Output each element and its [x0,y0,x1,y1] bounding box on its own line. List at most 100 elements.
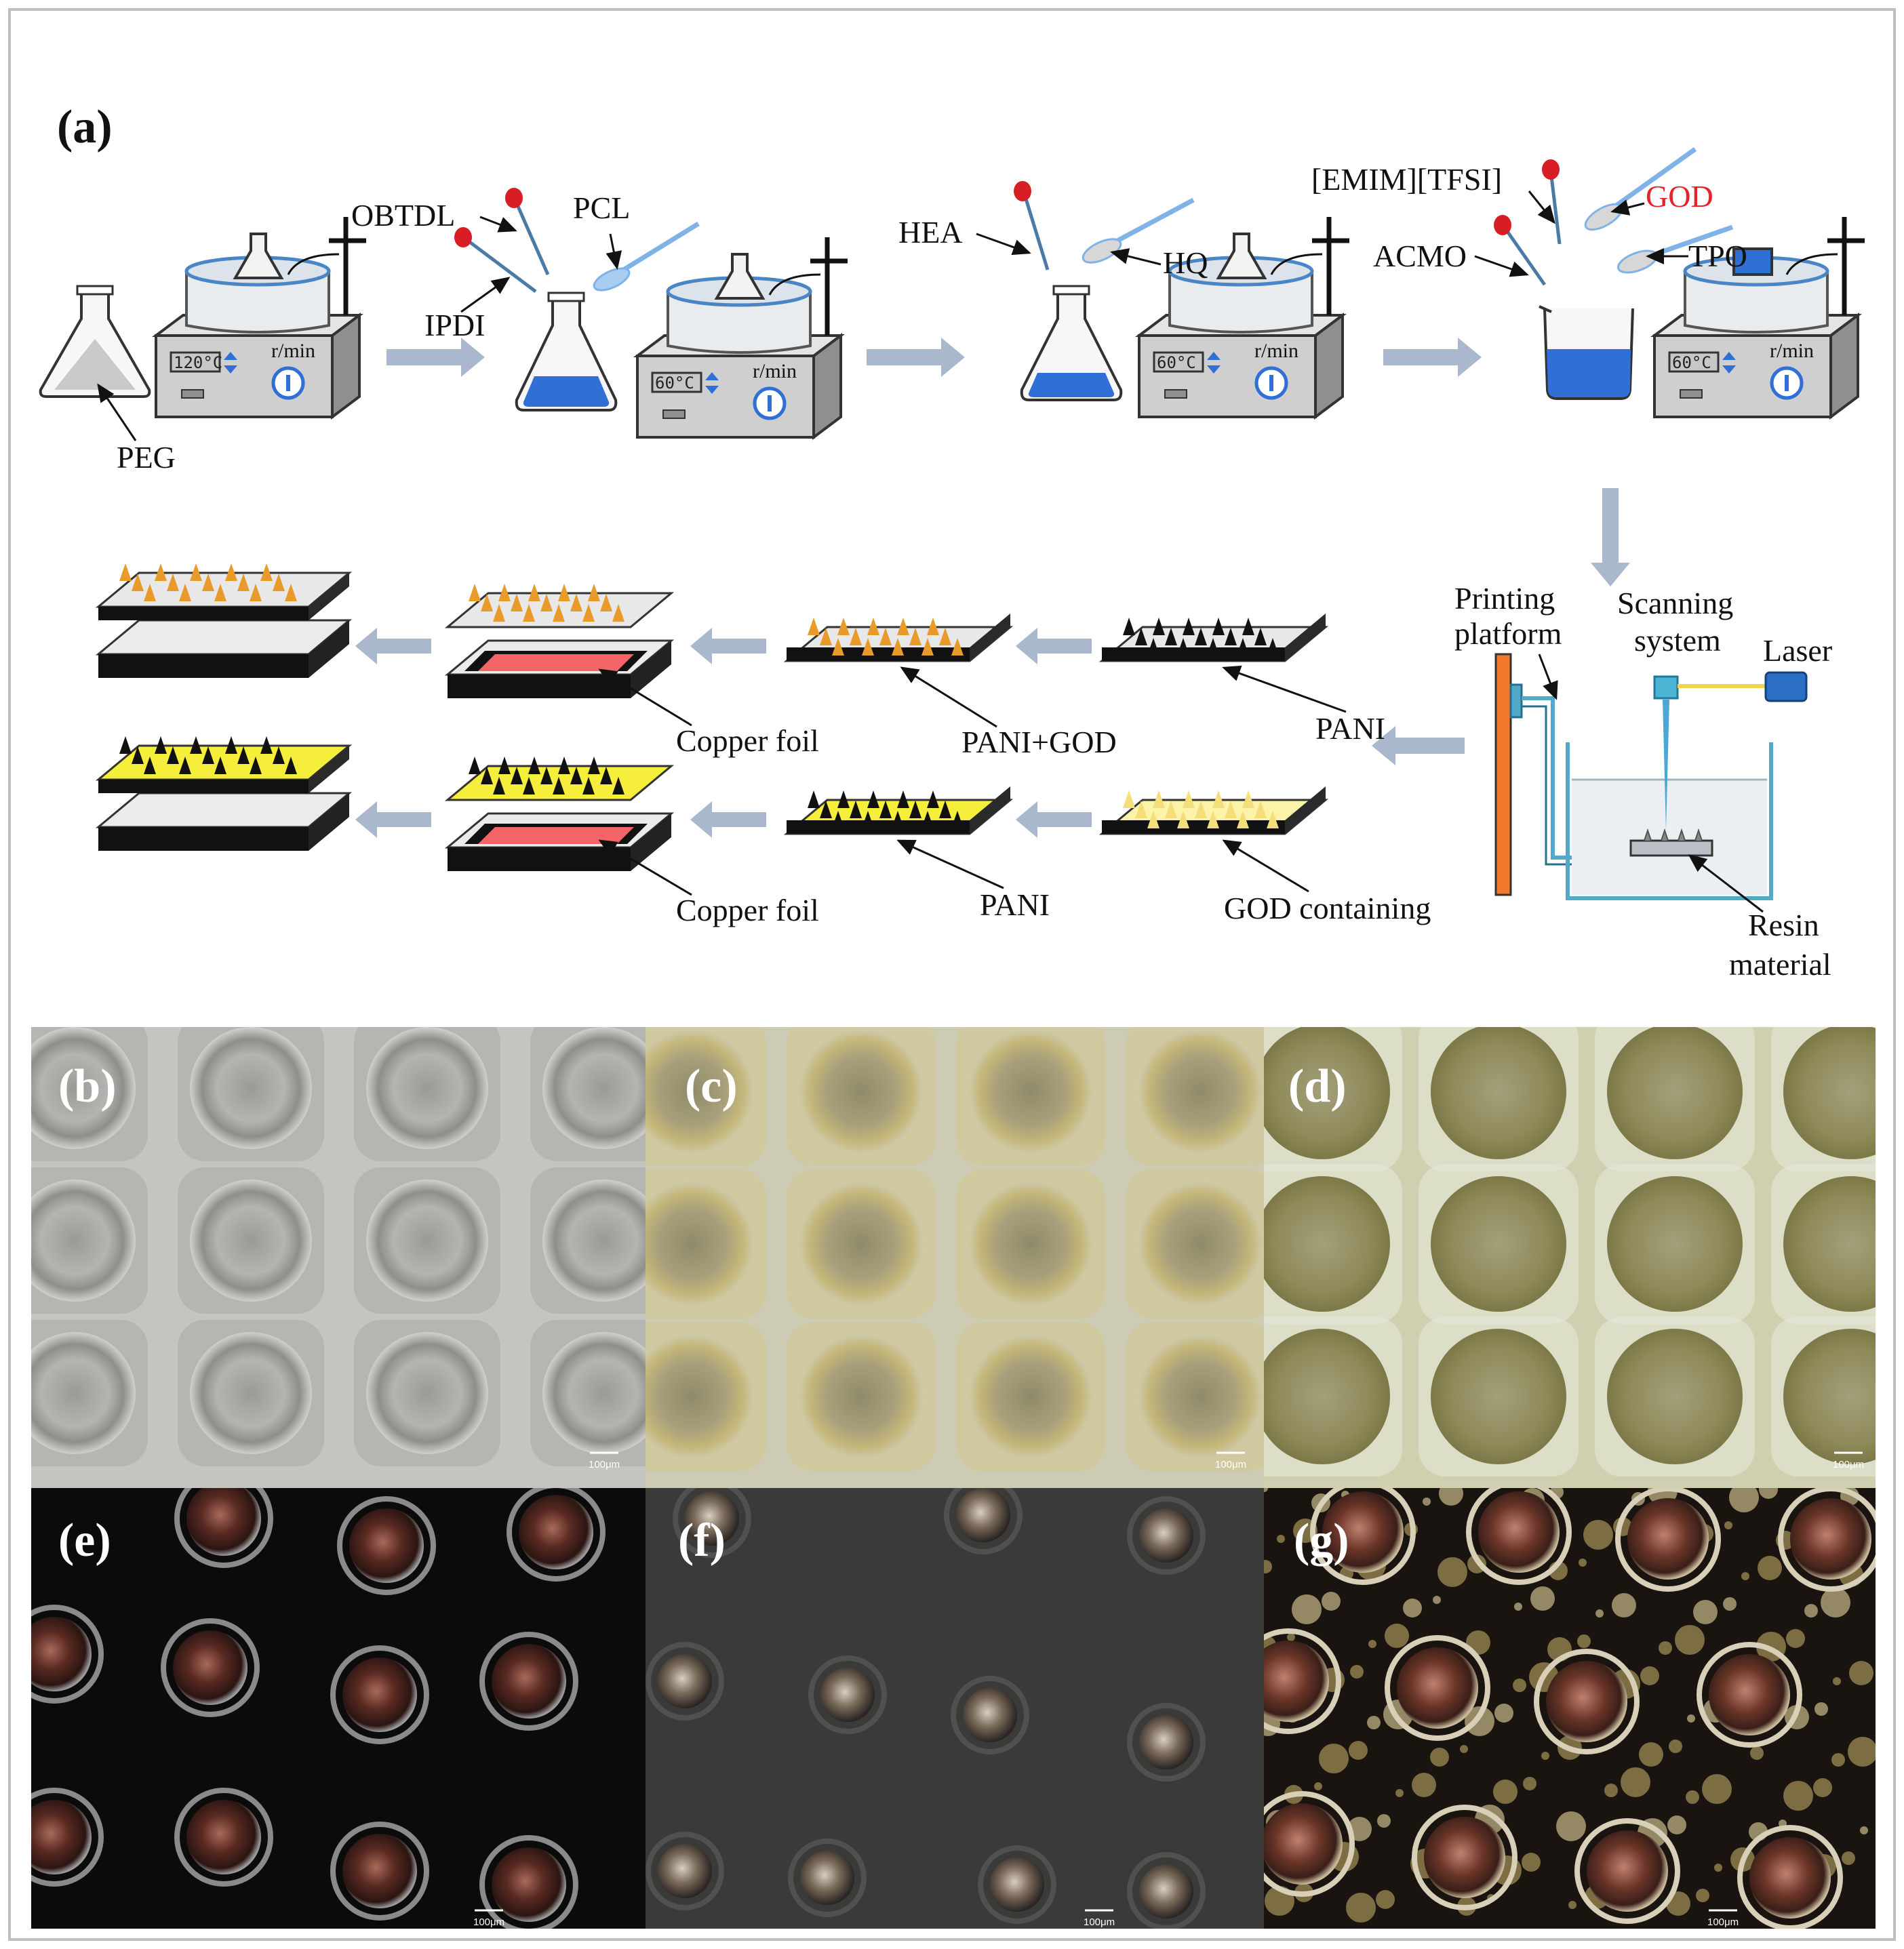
needle-tip [1478,1491,1560,1573]
well [542,1332,646,1454]
needle [132,746,144,764]
well [799,1334,924,1459]
well [31,1180,136,1302]
needle [179,584,191,601]
well [190,1180,312,1302]
hotplate-temp-4: 60°C [1672,353,1711,372]
hotplate-4: 60°C r/min [1650,217,1865,420]
needle [837,618,850,635]
needle [1177,811,1189,828]
needle [225,736,237,754]
needle [1267,638,1279,656]
array-top-pani [1098,614,1329,662]
panel-b-micrograph [31,1027,646,1488]
needle [879,628,892,645]
pointer-emim [1528,190,1555,224]
pointer-platform [1538,654,1558,700]
needle [1153,790,1165,808]
needle [493,777,505,795]
needle [481,594,493,611]
label-god: GOD [1646,179,1713,214]
needle [832,638,844,656]
scale-bars [475,1451,1863,1912]
needle [1165,628,1177,645]
pointer-pani-bottom [896,839,1004,889]
scale-label-b: 100μm [589,1459,620,1470]
needle [285,584,297,601]
array-bottom-copper [444,757,675,871]
pointer-pani-top [1222,665,1347,713]
needle [1135,628,1147,645]
needle [225,563,237,581]
needle [927,790,939,808]
needle [600,767,612,784]
array-top-final [95,563,353,678]
needle-tip [956,1488,1010,1542]
array-bottom-final [95,736,353,851]
needle [202,746,214,764]
well [542,1180,646,1302]
well [1783,1027,1876,1159]
needle-tip [658,1844,712,1898]
needle-tip [658,1654,712,1708]
well [366,1332,488,1454]
needle [588,584,600,601]
needle [1242,790,1254,808]
label-acmo: ACMO [1373,239,1467,273]
needle-tip [519,1495,593,1569]
scale-label-e: 100μm [473,1916,504,1928]
hotplate-speed-4: r/min [1770,340,1814,362]
well [968,1182,1093,1306]
needle-tip [1139,1508,1193,1563]
needle [540,767,553,784]
needle [862,638,874,656]
needle [1165,801,1177,818]
microneedle-arrays [95,563,1329,871]
well [31,1332,136,1454]
micrograph-grid: (b) (c) (d) (e) (f) (g) 100μm 100μm 100μ… [31,1027,1876,1929]
needle [1123,790,1135,808]
hotplate-speed-3: r/min [1254,340,1298,362]
needle [582,604,595,622]
dropper-acmo [1494,215,1547,286]
needle-tip [1322,1491,1404,1573]
needle [498,584,511,601]
needle-tip [1139,1715,1193,1769]
well [968,1029,1093,1154]
needle [553,777,565,795]
needle-tip [820,1668,875,1722]
needle [820,628,832,645]
needle [558,757,570,774]
pointer-peg [97,383,137,441]
needle-tip [1749,1837,1831,1918]
well [799,1182,924,1306]
needle-tip [1264,1803,1343,1885]
needle-tip [173,1630,247,1705]
needle-tip [342,1834,417,1908]
needle [260,736,273,754]
panel-label-f: (f) [678,1514,726,1567]
dropper-hea [1014,181,1050,270]
needle [167,746,179,764]
pointer-hea [976,233,1031,256]
well [1264,1027,1390,1159]
needle [273,746,285,764]
needle [1225,628,1237,645]
needle-tip [685,1491,739,1546]
needle [155,563,167,581]
needle-tip [990,1857,1044,1912]
needle-tip [963,1688,1017,1742]
label-hq: HQ [1163,245,1208,280]
needle-tip [1709,1654,1790,1735]
label-hea: HEA [898,215,963,249]
needle [250,584,262,601]
needle [1212,618,1225,635]
well [190,1027,312,1149]
needle [273,574,285,591]
dropper-ipdi [454,227,537,293]
needle-tip [31,1617,92,1691]
beaker-resin [1539,305,1634,400]
needle [939,628,951,645]
hotplate-speed-2: r/min [753,360,797,382]
